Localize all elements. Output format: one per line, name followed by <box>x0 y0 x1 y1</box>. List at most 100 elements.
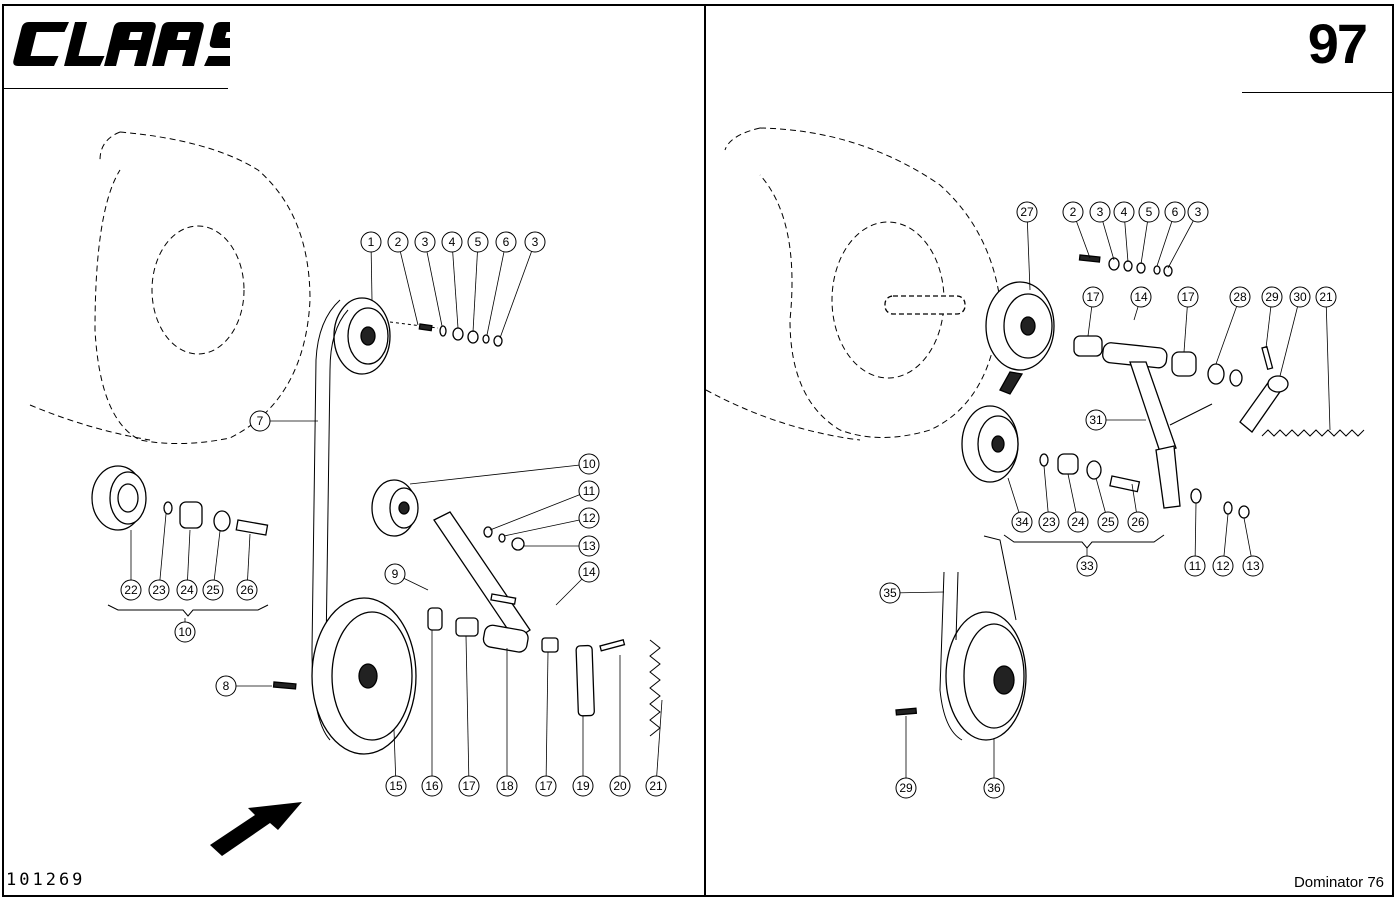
right-callout-17: 17 <box>1177 286 1199 353</box>
right-callout-circle <box>895 777 917 799</box>
left-callout-1: 1 <box>360 231 382 301</box>
right-upper-hardware <box>1078 254 1173 277</box>
left-callout-circle <box>441 231 463 253</box>
right-callout-number: 11 <box>1189 559 1202 573</box>
left-callout-circle <box>384 563 406 585</box>
left-callout-8: 8 <box>215 675 272 697</box>
right-callout-circle <box>1187 201 1209 223</box>
left-callout-circle <box>387 231 409 253</box>
left-leader-line <box>158 513 167 591</box>
left-callout-number: 9 <box>392 567 399 581</box>
left-callout-22: 22 <box>120 530 142 601</box>
right-callout-circle <box>1242 555 1264 577</box>
right-callout-circle <box>1097 511 1119 533</box>
left-callout-17: 17 <box>458 635 480 797</box>
right-callout-number: 25 <box>1101 515 1115 529</box>
left-callout-number: 19 <box>576 779 590 793</box>
page-number-rule <box>1242 92 1392 93</box>
right-callout-number: 36 <box>987 781 1001 795</box>
right-callout-circle <box>1038 511 1060 533</box>
left-callout-number: 3 <box>422 235 429 249</box>
right-callout-circle <box>1089 201 1111 223</box>
left-callout-circle <box>495 231 517 253</box>
left-callout-3: 3 <box>414 231 443 327</box>
right-callout-number: 17 <box>1181 290 1195 304</box>
left-leader-line <box>486 241 507 336</box>
right-callout-number: 26 <box>1131 515 1145 529</box>
left-leader-line <box>499 241 536 339</box>
left-callout-10: 10 <box>174 618 196 643</box>
right-callout-number: 24 <box>1071 515 1085 529</box>
right-leader-line <box>1215 296 1241 365</box>
model-name: Dominator 76 <box>1293 874 1384 891</box>
right-callout-number: 3 <box>1097 205 1104 219</box>
left-callout-number: 25 <box>206 583 220 597</box>
right-callout-circle <box>1130 286 1152 308</box>
right-callout-circle <box>1229 286 1251 308</box>
left-callout-number: 7 <box>257 414 264 428</box>
left-callout-9: 9 <box>384 563 429 591</box>
left-callout-16: 16 <box>421 630 443 797</box>
right-callout-5: 5 <box>1138 201 1160 265</box>
left-callout-number: 23 <box>152 583 166 597</box>
claas-logo <box>13 22 230 66</box>
left-callout-circle <box>249 410 271 432</box>
right-callout-circle <box>1016 201 1038 223</box>
left-callout-number: 12 <box>582 511 596 525</box>
right-callout-number: 23 <box>1042 515 1056 529</box>
v-belt <box>311 299 349 741</box>
right-callout-number: 29 <box>899 781 913 795</box>
left-callout-circle <box>236 579 258 601</box>
right-callout-12: 12 <box>1212 513 1234 577</box>
logo-underline <box>2 88 228 89</box>
left-callout-number: 22 <box>124 583 138 597</box>
right-callout-circle <box>1082 286 1104 308</box>
left-callout-2: 2 <box>387 231 419 326</box>
right-callout-24: 24 <box>1067 473 1089 533</box>
right-callout-28: 28 <box>1215 286 1251 365</box>
left-callout-24: 24 <box>176 529 198 601</box>
right-callout-27: 27 <box>1016 201 1038 291</box>
left-leader-line <box>397 241 419 326</box>
left-callout-circle <box>467 231 489 253</box>
left-callout-number: 16 <box>425 779 439 793</box>
left-callout-11: 11 <box>489 480 600 531</box>
right-callout-number: 31 <box>1089 413 1103 427</box>
left-callout-number: 17 <box>539 779 553 793</box>
right-callout-21: 21 <box>1315 286 1337 431</box>
right-callout-2: 2 <box>1062 201 1091 259</box>
right-callout-23: 23 <box>1038 465 1060 533</box>
right-callout-14: 14 <box>1130 286 1152 321</box>
left-callout-21: 21 <box>645 699 667 797</box>
left-callout-6: 6 <box>486 231 517 336</box>
right-callout-13: 13 <box>1242 517 1264 577</box>
left-callout-circle <box>578 507 600 529</box>
right-callout-circle <box>1113 201 1135 223</box>
left-callout-circle <box>215 675 237 697</box>
left-callout-circle <box>202 579 224 601</box>
left-callout-number: 5 <box>475 235 482 249</box>
right-callout-circle <box>1289 286 1311 308</box>
left-tyre-outline <box>29 131 311 445</box>
right-callout-circle <box>1315 286 1337 308</box>
left-callout-number: 13 <box>582 539 596 553</box>
left-callout-circle <box>645 775 667 797</box>
left-callout-25: 25 <box>202 530 224 601</box>
right-callout-33: 33 <box>1076 548 1098 577</box>
right-callout-11: 11 <box>1184 502 1206 577</box>
right-leader-line <box>1194 502 1197 567</box>
left-callout-circle <box>578 480 600 502</box>
right-callout-number: 14 <box>1134 290 1148 304</box>
right-leader-line <box>1167 211 1199 269</box>
left-callout-number: 20 <box>613 779 627 793</box>
right-callout-26: 26 <box>1127 483 1149 533</box>
right-callout-number: 3 <box>1195 205 1202 219</box>
right-callout-35: 35 <box>879 582 945 604</box>
right-callout-circle <box>1164 201 1186 223</box>
lower-pulley <box>311 597 417 755</box>
right-callout-6: 6 <box>1156 201 1186 267</box>
left-callout-5: 5 <box>467 231 489 333</box>
left-callout-circle <box>174 621 196 643</box>
right-callout-34: 34 <box>1007 477 1033 533</box>
